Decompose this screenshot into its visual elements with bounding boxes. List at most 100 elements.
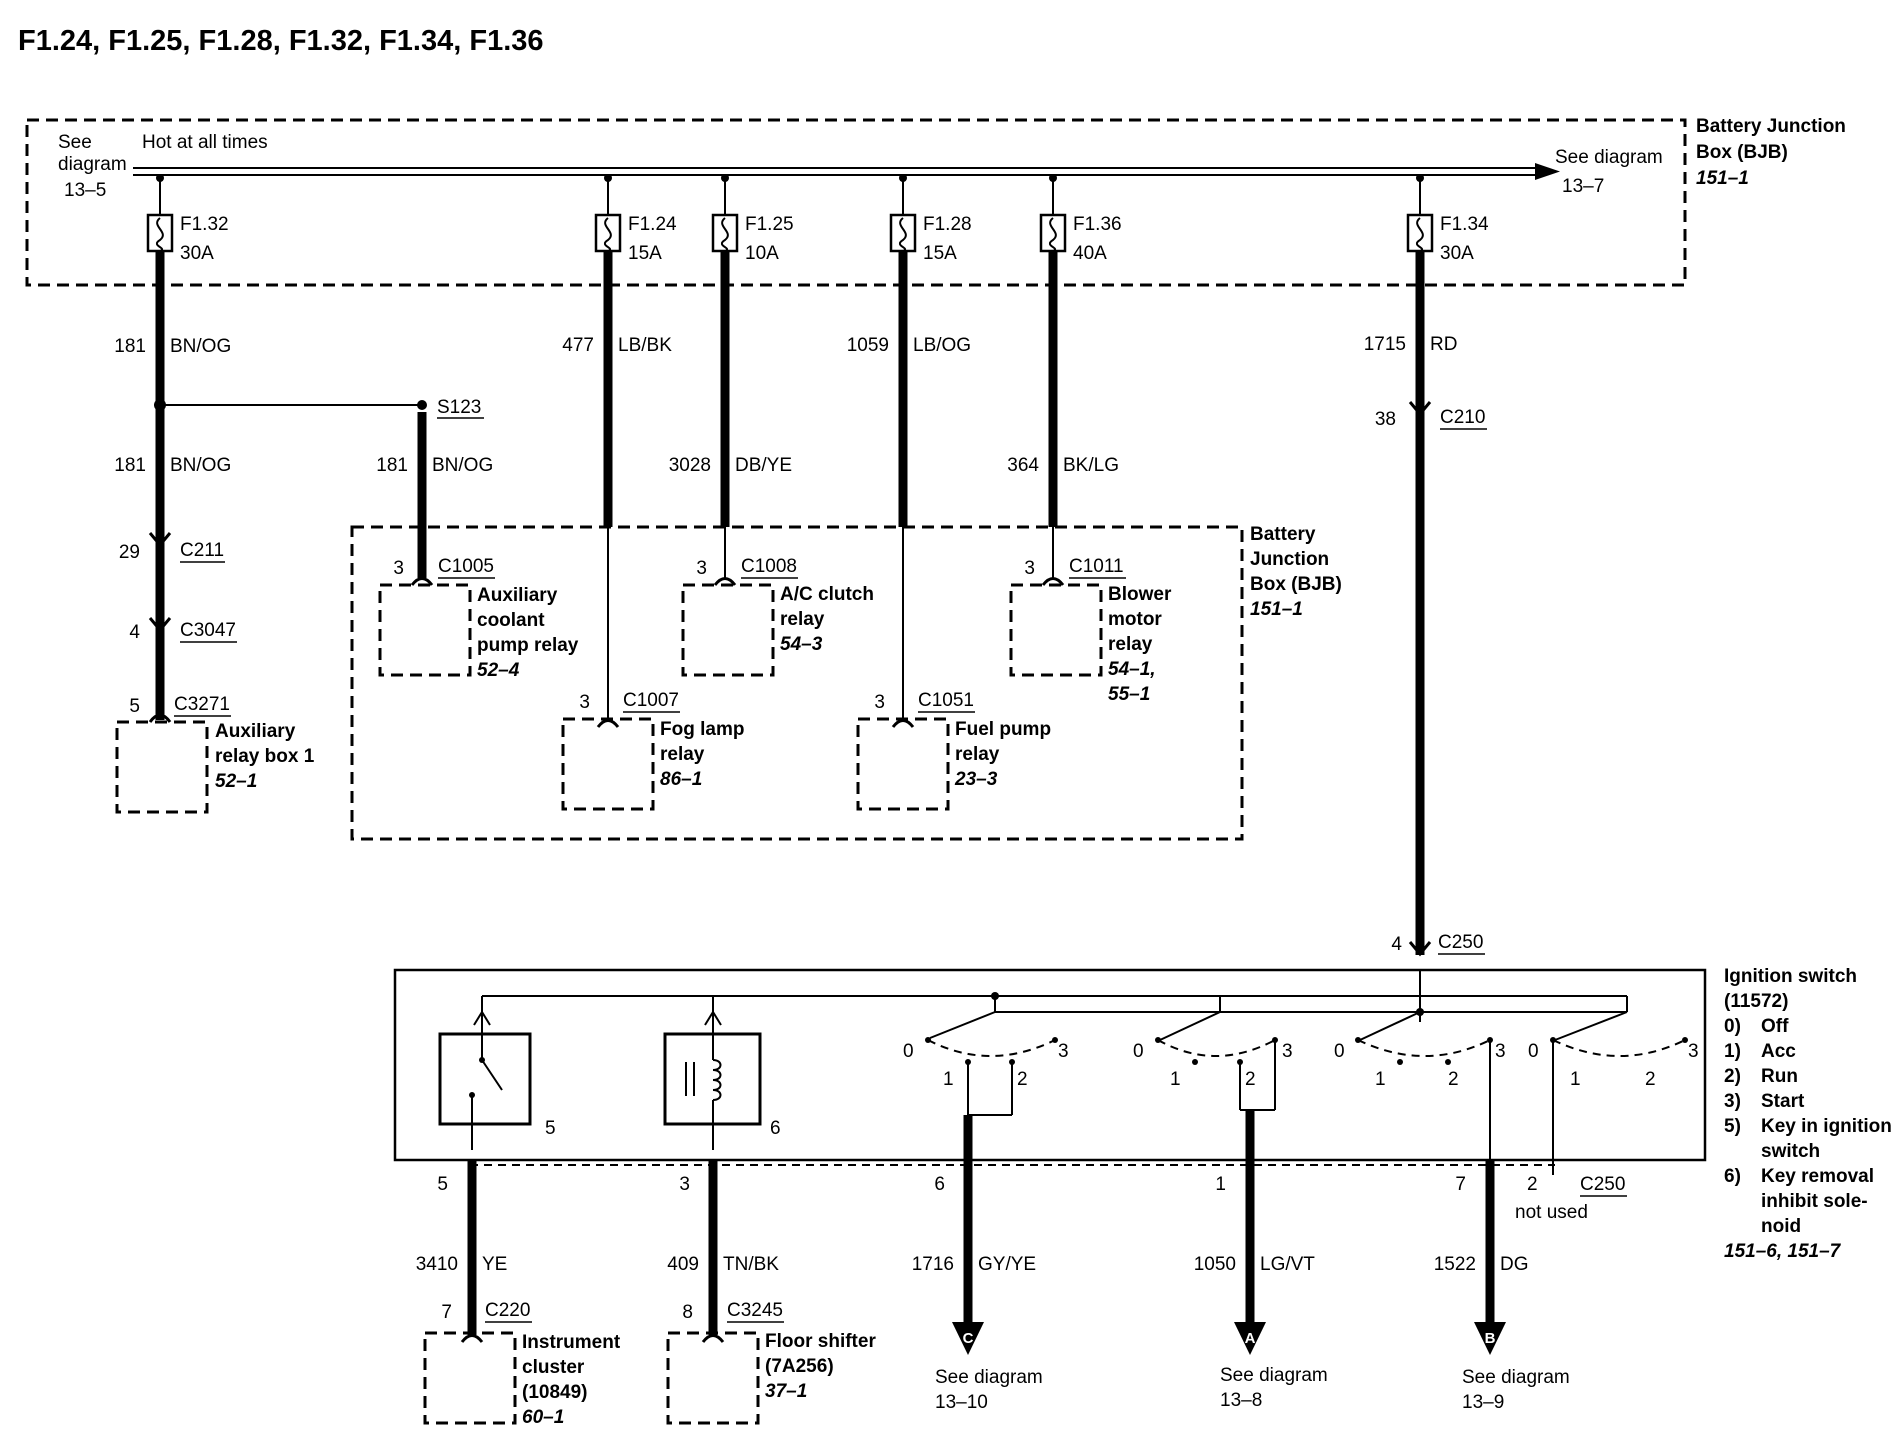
wire-409-color: TN/BK bbox=[723, 1254, 779, 1275]
bjb-inner-ref: 151–1 bbox=[1250, 599, 1303, 620]
connector-c250-pin-bottom: 2 bbox=[1527, 1174, 1538, 1195]
deck2-pos-1: 1 bbox=[1170, 1069, 1181, 1090]
out-pin-7: 7 bbox=[1455, 1174, 1466, 1195]
connector-c1011-pin: 3 bbox=[1024, 558, 1035, 579]
fuse-f1-34 bbox=[1406, 213, 1434, 253]
ignition-ref: 151–6, 151–7 bbox=[1724, 1241, 1842, 1262]
splice-s123-dot bbox=[417, 400, 427, 410]
deck2-pos-2: 2 bbox=[1245, 1069, 1256, 1090]
coolant-relay-label-2: coolant bbox=[477, 610, 545, 631]
wire-181-circuit-a: 181 bbox=[114, 336, 146, 357]
output-b-ref-2: 13–9 bbox=[1462, 1392, 1504, 1413]
ignition-internal-bus bbox=[481, 970, 1628, 1025]
connector-c1007-pin: 3 bbox=[579, 692, 590, 713]
connector-c211-symbol bbox=[148, 532, 172, 548]
ignition-pos-2-key: 2) bbox=[1724, 1066, 1741, 1087]
connector-c250-id-top: C250 bbox=[1438, 932, 1483, 953]
fuse-f1-28 bbox=[889, 213, 917, 253]
wire-1716-color: GY/YE bbox=[978, 1254, 1036, 1275]
fuse-f1-36 bbox=[1039, 213, 1067, 253]
connector-c3047-symbol bbox=[148, 617, 172, 633]
wire-1059-color: LB/OG bbox=[913, 335, 971, 356]
deck4-pos-3: 3 bbox=[1688, 1041, 1699, 1062]
deck3-pos-2: 2 bbox=[1448, 1069, 1459, 1090]
deck4-pos-0: 0 bbox=[1528, 1041, 1539, 1062]
wire-1522-color: DG bbox=[1500, 1254, 1529, 1275]
ignition-pos-5-key: 5) bbox=[1724, 1116, 1741, 1137]
hot-bus bbox=[133, 163, 1560, 180]
connector-c3047-pin: 4 bbox=[129, 622, 140, 643]
ignition-pos-6-label-2: inhibit sole- bbox=[1761, 1191, 1868, 1212]
bus-right-ref-1: See diagram bbox=[1555, 147, 1663, 168]
bjb-inner-label-1: Battery bbox=[1250, 524, 1316, 545]
output-arrow-c bbox=[952, 1322, 984, 1355]
ignition-inner-pin-6: 6 bbox=[770, 1118, 781, 1139]
wire-3410-circuit: 3410 bbox=[416, 1254, 458, 1275]
blower-relay-ref-1: 54–1, bbox=[1108, 659, 1156, 680]
connector-c220-id: C220 bbox=[485, 1300, 530, 1321]
fog-relay-label-2: relay bbox=[660, 744, 705, 765]
wire-1059-circuit: 1059 bbox=[847, 335, 889, 356]
fuse-f1-34-id: F1.34 bbox=[1440, 214, 1489, 235]
fuse-f1-24-id: F1.24 bbox=[628, 214, 677, 235]
coolant-relay-label-1: Auxiliary bbox=[477, 585, 558, 606]
bjb-inner-label-2: Junction bbox=[1250, 549, 1329, 570]
connector-c1051-id: C1051 bbox=[918, 690, 974, 711]
wire-3028-circuit: 3028 bbox=[669, 455, 711, 476]
connector-c250-pin-top: 4 bbox=[1391, 934, 1402, 955]
fuse-f1-25-rating: 10A bbox=[745, 243, 779, 264]
bus-left-ref-3: 13–5 bbox=[64, 180, 106, 201]
coolant-relay-label-3: pump relay bbox=[477, 635, 579, 656]
bjb-top-ref: 151–1 bbox=[1696, 168, 1749, 189]
aux-relay-box-label-1: Auxiliary bbox=[215, 721, 296, 742]
wire-181-color-c: BN/OG bbox=[432, 455, 493, 476]
fuse-f1-24 bbox=[594, 213, 622, 253]
connector-c3271-pin: 5 bbox=[129, 696, 140, 717]
ignition-pos-5-label-1: Key in ignition bbox=[1761, 1116, 1892, 1137]
deck3-pos-0: 0 bbox=[1334, 1041, 1345, 1062]
bus-right-ref-2: 13–7 bbox=[1562, 176, 1604, 197]
fuse-f1-32-id: F1.32 bbox=[180, 214, 229, 235]
connector-c250-id-bottom: C250 bbox=[1580, 1174, 1625, 1195]
connector-c1008-pin: 3 bbox=[696, 558, 707, 579]
wire-477-circuit: 477 bbox=[562, 335, 594, 356]
deck4-pos-2: 2 bbox=[1645, 1069, 1656, 1090]
key-in-ignition-switch bbox=[438, 1010, 532, 1150]
instrument-cluster-label-2: cluster bbox=[522, 1357, 585, 1378]
connector-c211-pin: 29 bbox=[119, 542, 140, 563]
connector-c220-pin: 7 bbox=[441, 1302, 452, 1323]
ac-clutch-relay bbox=[681, 583, 775, 677]
not-used-label: not used bbox=[1515, 1202, 1588, 1223]
output-c-ref-1: See diagram bbox=[935, 1367, 1043, 1388]
fuse-drops bbox=[156, 174, 1424, 215]
wire-3410-color: YE bbox=[482, 1254, 507, 1275]
wire-181-circuit-b: 181 bbox=[114, 455, 146, 476]
wire-1522-circuit: 1522 bbox=[1434, 1254, 1476, 1275]
wire-1050-circuit: 1050 bbox=[1194, 1254, 1236, 1275]
wire-477-color: LB/BK bbox=[618, 335, 672, 356]
bjb-top-label-1: Battery Junction bbox=[1696, 116, 1846, 137]
deck1-pos-3: 3 bbox=[1058, 1041, 1069, 1062]
ac-relay-label-2: relay bbox=[780, 609, 825, 630]
ignition-pos-3-key: 3) bbox=[1724, 1091, 1741, 1112]
ignition-pos-2-label: Run bbox=[1761, 1066, 1798, 1087]
bjb-inner-box bbox=[350, 525, 1244, 841]
fuel-relay-label-1: Fuel pump bbox=[955, 719, 1051, 740]
deck4-pos-1: 1 bbox=[1570, 1069, 1581, 1090]
connector-c3047-id: C3047 bbox=[180, 620, 236, 641]
fuse-f1-24-rating: 15A bbox=[628, 243, 662, 264]
blower-relay-label-2: motor bbox=[1108, 609, 1162, 630]
fuel-relay-label-2: relay bbox=[955, 744, 1000, 765]
wire-3028-color: DB/YE bbox=[735, 455, 792, 476]
out-pin-5: 5 bbox=[437, 1174, 448, 1195]
fuse-f1-28-id: F1.28 bbox=[923, 214, 972, 235]
connector-c1051-pin: 3 bbox=[874, 692, 885, 713]
bus-left-ref-1: See bbox=[58, 132, 92, 153]
ignition-pos-1-label: Acc bbox=[1761, 1041, 1796, 1062]
deck2-pos-0: 0 bbox=[1133, 1041, 1144, 1062]
connector-c3245-pin: 8 bbox=[682, 1302, 693, 1323]
ignition-pos-3-label: Start bbox=[1761, 1091, 1805, 1112]
connector-c3271-symbol bbox=[148, 713, 172, 723]
ignition-title-2: (11572) bbox=[1724, 991, 1788, 1012]
